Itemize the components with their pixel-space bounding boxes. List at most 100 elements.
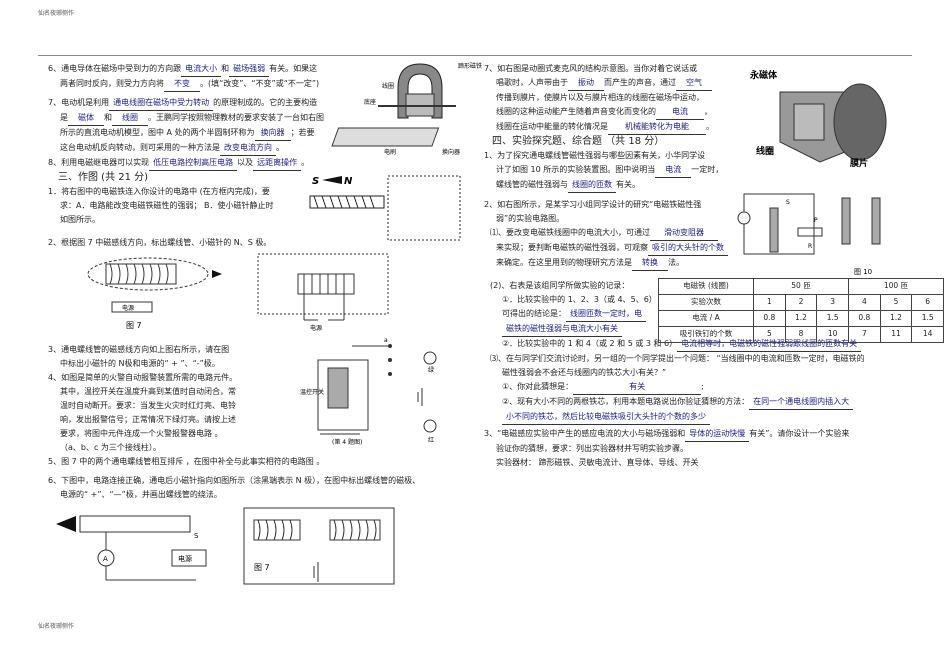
d4-line4: 响，发出报警信号；正常情况下绿灯亮。请按上述 [60, 415, 236, 424]
fig10-caption: 图 10 [854, 268, 872, 276]
section-3-heading: 三、作图 (共 21 分) [58, 172, 149, 183]
d4-line1: 4、如图是简单的火警自动报警装置所需的电路元件。 [48, 373, 238, 382]
d3-line2: 中标出小磁针的 N极和电源的“ + ”、“-”极。 [60, 359, 220, 368]
e2-q1-line3: 来确定。在这里用到的物理研究方法是转换法。 [484, 256, 865, 271]
mic-label-coil: 线圈 [756, 145, 774, 157]
table-cell: 7 [848, 326, 881, 343]
e2-line1: 2、如右图所示，是某学习小组同学设计的研究“电磁铁磁性强 [484, 200, 702, 209]
table-header-cell: 100 匝 [848, 278, 944, 295]
right-e2: 2、如右图所示，是某学习小组同学设计的研究“电磁铁磁性强 弱”的实验电路图。 ⑴… [484, 198, 865, 470]
d4-line6: （a、b、c 为三个接线柱）。 [60, 443, 161, 452]
two-solenoids-figure: 图 7 [243, 507, 395, 585]
table-cell: 1.2 [784, 310, 818, 327]
e1-line2: 计了如图 10 所示的实验装置图。图中说明当电流一定时， [484, 163, 723, 178]
compass-needle-icon [322, 176, 342, 184]
rq7-line4: 线圈的这种运动能产生随着声音变化而变化的电流， [484, 105, 723, 120]
motor-figure: 蹄形磁铁 线圈 底座 电刷 换向器 [331, 62, 482, 156]
table-cell: 1 [753, 294, 786, 311]
table-cell: 6 [911, 294, 944, 311]
table-cell: 10 [816, 326, 849, 343]
e2-q2-line: (2)、右表是该组同学所做实验的记录： [490, 281, 630, 290]
table-cell: 1.5 [911, 310, 944, 327]
d6-line2: 电源的“ +”、“—”极，并画出螺线管的绕法。 [60, 490, 222, 499]
table-header-cell: 50 匝 [753, 278, 849, 295]
e3-line3: 实验器材： 蹄形磁铁、灵敏电流计、直导体、导线、开关 [496, 458, 699, 467]
table-cell: 1.2 [879, 310, 913, 327]
rq7-line3: 传播到膜片，使膜片以及与膜片相连的线圈在磁场中运动， [496, 93, 704, 102]
d1-line2: 求：A．电路能改变电磁铁磁性的强弱； B．使小磁针静止时 [60, 201, 274, 210]
table-cell: 11 [879, 326, 913, 343]
q6-line1: 6、通电导体在磁场中受到力的方向跟电流大小和磁场强弱有关。如果这 [48, 62, 324, 77]
microphone-figure: 永磁体 线圈 膜片 [749, 69, 887, 169]
d4-line3: 温时自动断开。要求：当发生火灾时红灯亮、电铃 [60, 401, 236, 410]
electromagnet-figure: S N [309, 175, 461, 241]
d2-line1: 2、根据图 7 中磁感线方向，标出螺线管、小磁针的 N、S 极。 [48, 238, 272, 247]
table-row-label: 吸引铁钉的个数 [658, 326, 754, 343]
needle-n-label: N [344, 176, 353, 187]
table-row: 吸引铁钉的个数 5 8 10 7 11 14 [658, 326, 944, 343]
e2-q2b-line: ②．比较实验中的 1 和 4（或 2 和 5 或 3 和 6）电流相等时，电磁铁… [484, 337, 865, 352]
alarm-red-label: 红 [428, 436, 434, 444]
left-d6: 6、下图中，电路连接正确，通电后小磁针指向如图所示（涂黑端表示 N 极），在图中… [48, 474, 420, 502]
motor-label-base: 底座 [364, 98, 376, 106]
motor-label-brush: 电刷 [384, 148, 396, 156]
red-lamp-icon [423, 419, 437, 433]
fire-alarm-figure: a 绿 红 温控开关 (第 4 题图) [300, 337, 437, 446]
fig7-power-label: 电源 [122, 304, 134, 312]
left-q6-q8: 6、通电导体在磁场中受到力的方向跟电流大小和磁场强弱有关。如果这 两者同时反向，… [48, 62, 324, 227]
table-cell: 8 [784, 326, 818, 343]
footer-watermark: 仙名夜琊侧作 [38, 623, 75, 630]
table-cell: 0.8 [848, 310, 881, 327]
table-cell: 5 [753, 326, 786, 343]
table-row: 电流 / A 0.8 1.2 1.5 0.8 1.2 1.5 [658, 310, 944, 327]
e2-q2a-line2: 可得出的结论是：线圈匝数一定时，电 [484, 307, 865, 322]
header-rule [38, 55, 912, 56]
table-cell: 14 [911, 326, 944, 343]
e2-q1-line1: ⑴、要改变电磁铁线圈中的电流大小，可通过滑动变阻器 [484, 226, 865, 241]
fig7-caption: 图 7 [126, 321, 142, 330]
motor-label-commutator: 换向器 [442, 148, 460, 156]
q8-line: 8、利用电磁继电器可以实现低压电路控制高压电路以及远距离操作。 [48, 156, 324, 171]
design-box [387, 175, 461, 241]
bottom-power-label: 电源 [178, 554, 192, 563]
ammeter-label: A [103, 555, 108, 563]
e2-q2a-line3: 磁铁的磁性强弱与电流大小有关 [484, 322, 865, 337]
rq7-line1: 7、如右图是动圈式麦克风的结构示意图。当你对着它说话或 [484, 64, 698, 73]
solenoid-power-label: 电源 [310, 324, 322, 332]
bottom-switch-label: S [194, 532, 199, 540]
d6-line1: 6、下图中，电路连接正确，通电后小磁针指向如图所示（涂黑端表示 N 极），在图中… [48, 476, 421, 485]
fig7-solenoid: 电源 图 7 [87, 257, 222, 330]
compass-needle-icon [56, 516, 76, 532]
q7-line4: 这台电动机反向转动，则可采用的一种方法是改变电流方向。 [48, 141, 324, 156]
circuit-p-label: P [814, 217, 818, 224]
experiment-table: 电磁铁 (线圈) 50 匝 100 匝 实验次数 1 2 3 4 5 6 电流 … [658, 278, 944, 343]
e2-q3-line1: ⑶、在与同学们交流讨论时，另一组的一个同学提出一个问题： “当线圈中的电流和匝数… [490, 354, 865, 363]
table-cell: 3 [816, 294, 849, 311]
solenoid-field-figure: 电源 [257, 253, 389, 332]
motor-label-magnet: 蹄形磁铁 [458, 62, 482, 70]
rq7-line5: 线圈在运动中能量的转化情况是机械能转化为电能。 [484, 120, 723, 135]
section-4-heading: 四、实验探究题、综合题 （共 18 分） [492, 136, 665, 147]
d1-line3: 如图所示。 [60, 215, 100, 224]
circuit-r-label: R [808, 243, 812, 250]
needle-s-label: S [312, 176, 319, 187]
rq7-line2: 唱歌时，人声带由于振动而产生的声音，通过空气 [484, 76, 723, 91]
mic-label-diaphragm: 膜片 [849, 157, 868, 169]
d4-line2: 其中，温控开关在温度升高到某值时自动闭合，常 [60, 387, 236, 396]
arrow-icon [212, 270, 222, 278]
e2-line2: 弱”的实验电路图。 [496, 214, 565, 223]
bottom-circuit-figure: A 电源 S [56, 515, 207, 581]
e2-q3b-line2: 小不同的铁芯，然后比较电磁铁吸引大头针的个数的多少 [484, 410, 865, 425]
alarm-green-label: 绿 [428, 366, 434, 374]
ammeter-icon [737, 211, 751, 225]
mic-label-magnet: 永磁体 [749, 69, 778, 81]
table-cell: 2 [784, 294, 818, 311]
e2-q3b-line1: ②、现有大小不同的两根铁芯，利用本题电路说出你验证猜想的方法：在同一个通电线圈内… [484, 395, 865, 410]
table-row-label: 电流 / A [658, 310, 754, 327]
e3-line2: 验证你的猜想，要求：列出实验器材并写明实验步骤。 [496, 444, 688, 453]
e2-q3a-line: ①、你对此猜想是：有关; [484, 380, 865, 395]
left-d3-d4: 3、通电螺线管的磁感线方向如上图右所示，请在图 中标出小磁针的 N极和电源的“ … [48, 343, 324, 469]
d1-line1: 1．将右图中的电磁铁连入你设计的电路中 (在方框内完成)，要 [48, 187, 270, 196]
table-row-label: 实验次数 [658, 294, 754, 311]
q7-line3: 所示的直流电动机模型，图中 A 处的两个半圆制环称为换向器；若要 [48, 126, 324, 141]
